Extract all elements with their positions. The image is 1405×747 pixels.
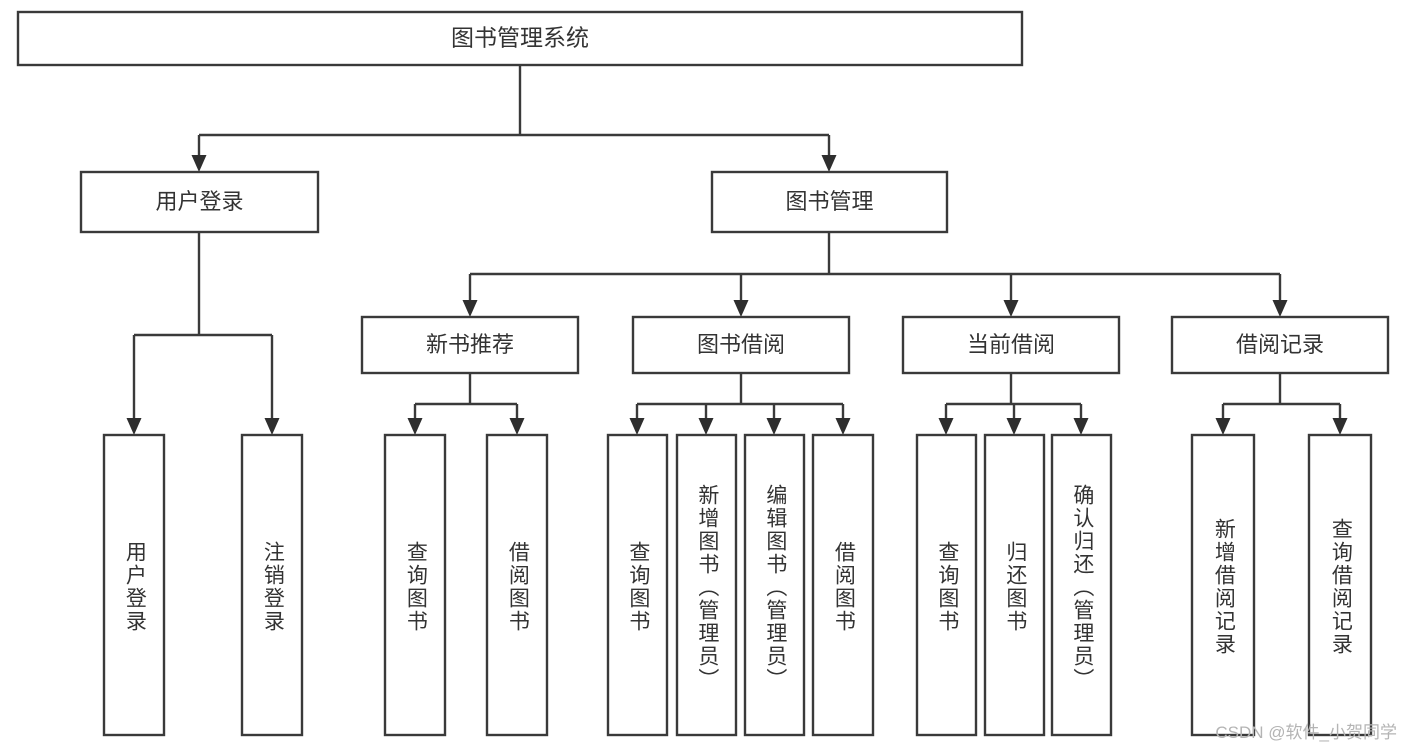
arrow-head-icon	[126, 418, 142, 435]
node-box-leaf-confirm-return[interactable]	[1050, 433, 1113, 737]
node-box-leaf-add-borrow-record[interactable]	[1190, 433, 1256, 737]
node-box-book-borrow[interactable]	[631, 315, 851, 375]
node-box-leaf-user-login[interactable]	[102, 433, 166, 737]
arrow-head-icon	[264, 418, 280, 435]
arrow-head-icon	[1332, 418, 1348, 435]
arrow-head-icon	[698, 418, 714, 435]
node-box-borrow-record[interactable]	[1170, 315, 1390, 375]
arrow-head-icon	[1073, 418, 1089, 435]
node-label-root: 图书管理系统	[451, 25, 589, 51]
arrow-head-icon	[191, 155, 207, 172]
arrow-head-icon	[835, 418, 851, 435]
node-box-new-book-recommend[interactable]	[360, 315, 580, 375]
node-box-user-login[interactable]	[79, 170, 320, 234]
arrow-head-icon	[733, 300, 749, 317]
arrow-head-icon	[766, 418, 782, 435]
arrow-head-icon	[629, 418, 645, 435]
arrow-head-icon	[407, 418, 423, 435]
node-box-leaf-borrow-book-recommend[interactable]	[485, 433, 549, 737]
arrow-head-icon	[1215, 418, 1231, 435]
node-box-current-borrow[interactable]	[901, 315, 1121, 375]
node-label-book-borrow: 图书借阅	[697, 332, 785, 357]
boxes-layer	[16, 10, 1390, 737]
node-label-book-manage: 图书管理	[785, 189, 873, 214]
arrow-head-icon	[821, 155, 837, 172]
node-box-leaf-borrow-book[interactable]	[811, 433, 875, 737]
arrow-head-icon	[462, 300, 478, 317]
node-box-leaf-add-book[interactable]	[675, 433, 738, 737]
arrow-head-icon	[509, 418, 525, 435]
node-box-leaf-query-book-borrow[interactable]	[606, 433, 669, 737]
node-box-leaf-query-borrow-record[interactable]	[1307, 433, 1373, 737]
node-label-user-login: 用户登录	[155, 189, 243, 214]
csdn-watermark: CSDN @软件_小贺同学	[1215, 723, 1397, 742]
node-box-leaf-query-book-recommend[interactable]	[383, 433, 447, 737]
arrow-head-icon	[938, 418, 954, 435]
arrow-head-icon	[1003, 300, 1019, 317]
node-label-current-borrow: 当前借阅	[967, 332, 1055, 357]
node-box-leaf-query-book-current[interactable]	[915, 433, 978, 737]
connectors-layer	[126, 65, 1348, 435]
node-box-leaf-logout[interactable]	[240, 433, 304, 737]
node-box-book-manage[interactable]	[710, 170, 949, 234]
node-label-new-book-recommend: 新书推荐	[426, 332, 514, 357]
node-box-root[interactable]	[16, 10, 1024, 67]
arrow-head-icon	[1006, 418, 1022, 435]
node-label-borrow-record: 借阅记录	[1236, 332, 1324, 357]
node-box-leaf-edit-book[interactable]	[743, 433, 806, 737]
arrow-head-icon	[1272, 300, 1288, 317]
node-box-leaf-return-book[interactable]	[983, 433, 1046, 737]
